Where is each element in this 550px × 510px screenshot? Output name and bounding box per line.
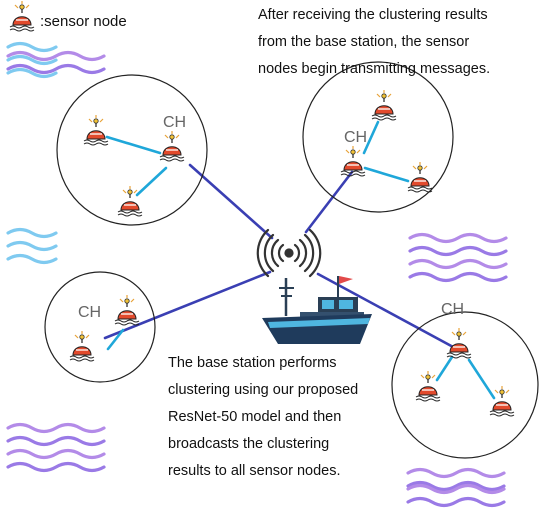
wave-icon — [408, 232, 508, 283]
buoy-sensor-icon — [489, 385, 515, 417]
buoy-sensor-icon — [371, 89, 397, 121]
cluster-boundary — [56, 74, 208, 226]
ship-icon — [262, 276, 372, 344]
caption-top: After receiving the clustering results f… — [258, 2, 490, 83]
cluster-boundary — [302, 61, 454, 213]
cluster-boundary — [44, 271, 156, 383]
wave-icon — [6, 41, 106, 79]
broadcast-link — [316, 272, 457, 350]
broadcast-link — [103, 270, 272, 340]
cluster-head-label: CH — [78, 304, 101, 321]
caption-line: clustering using our proposed — [168, 382, 359, 398]
cluster-head-label: CH — [441, 301, 464, 318]
buoy-sensor-icon — [159, 130, 185, 162]
caption-line: broadcasts the clustering — [168, 436, 330, 452]
cluster-head-label: CH — [163, 114, 186, 131]
wave-icon — [406, 467, 506, 508]
buoy-sensor-icon — [114, 294, 140, 326]
broadcast-link — [304, 170, 354, 234]
caption-line: results to all sensor nodes. — [168, 463, 341, 479]
buoy-sensor-icon — [446, 327, 472, 359]
member-links — [105, 120, 496, 400]
radio-signal-icon — [256, 228, 322, 278]
buoy-sensor-icon — [69, 330, 95, 362]
buoy-sensor-icon — [340, 145, 366, 177]
caption-line: nodes begin transmitting messages. — [258, 61, 491, 77]
broadcast-links — [103, 163, 457, 350]
buoy-sensor-icon — [8, 6, 38, 36]
caption-bottom: The base station performs clustering usi… — [168, 350, 358, 485]
broadcast-link — [188, 163, 274, 240]
buoy-sensor-icon — [117, 185, 143, 217]
caption-line: After receiving the clustering results — [258, 7, 488, 23]
caption-line: ResNet-50 model and then — [168, 409, 342, 425]
cluster-head-label: CH — [344, 129, 367, 146]
caption-line: from the base station, the sensor — [258, 34, 470, 50]
wave-icon — [6, 227, 58, 265]
buoy-sensor-icon — [407, 161, 433, 193]
legend: :sensor node — [8, 4, 127, 38]
cluster-boundary — [391, 311, 539, 459]
caption-line: The base station performs — [168, 355, 337, 371]
buoy-sensor-icon — [83, 114, 109, 146]
legend-label: :sensor node — [40, 12, 127, 30]
wave-icon — [6, 422, 106, 473]
buoy-sensor-icon — [415, 370, 441, 402]
